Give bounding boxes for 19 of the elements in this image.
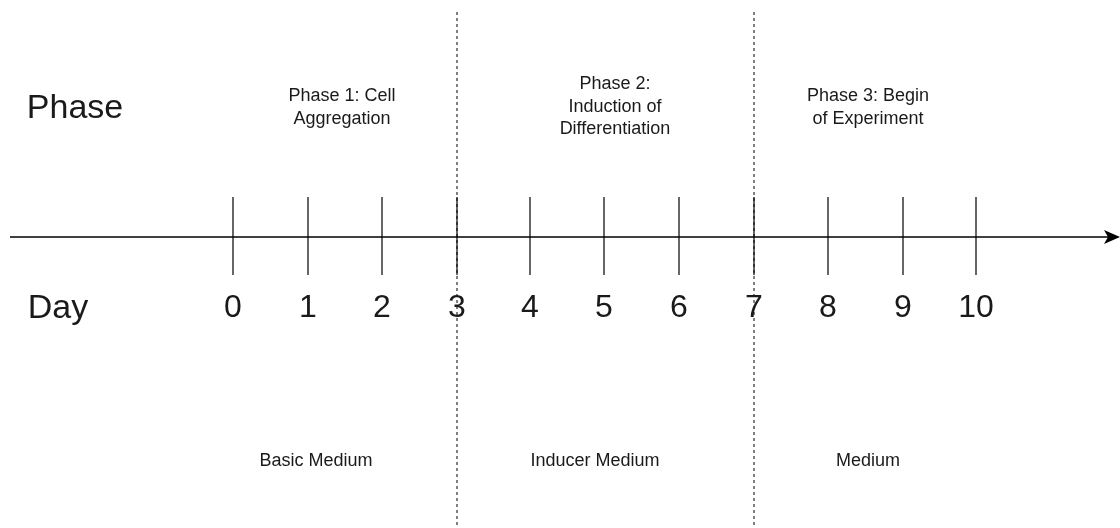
- day-number: 5: [595, 287, 613, 326]
- day-number: 2: [373, 287, 391, 326]
- phase-label: Phase 1: Cell Aggregation: [287, 83, 397, 129]
- day-number: 8: [819, 287, 837, 326]
- day-number: 0: [224, 287, 242, 326]
- day-number: 10: [958, 287, 994, 326]
- axis-title: Phase: [26, 85, 124, 127]
- medium-label: Inducer Medium: [530, 448, 660, 472]
- day-number: 6: [670, 287, 688, 326]
- day-number: 4: [521, 287, 539, 326]
- day-number: 9: [894, 287, 912, 326]
- day-number: 3: [448, 287, 466, 326]
- axis-title: Day: [27, 285, 89, 327]
- phase-label: Phase 3: Begin of Experiment: [805, 83, 931, 129]
- phase-label: Phase 2: Induction of Differentiation: [558, 72, 672, 140]
- medium-label: Medium: [835, 448, 901, 472]
- day-number: 1: [299, 287, 317, 326]
- day-number: 7: [745, 287, 763, 326]
- medium-label: Basic Medium: [259, 448, 373, 472]
